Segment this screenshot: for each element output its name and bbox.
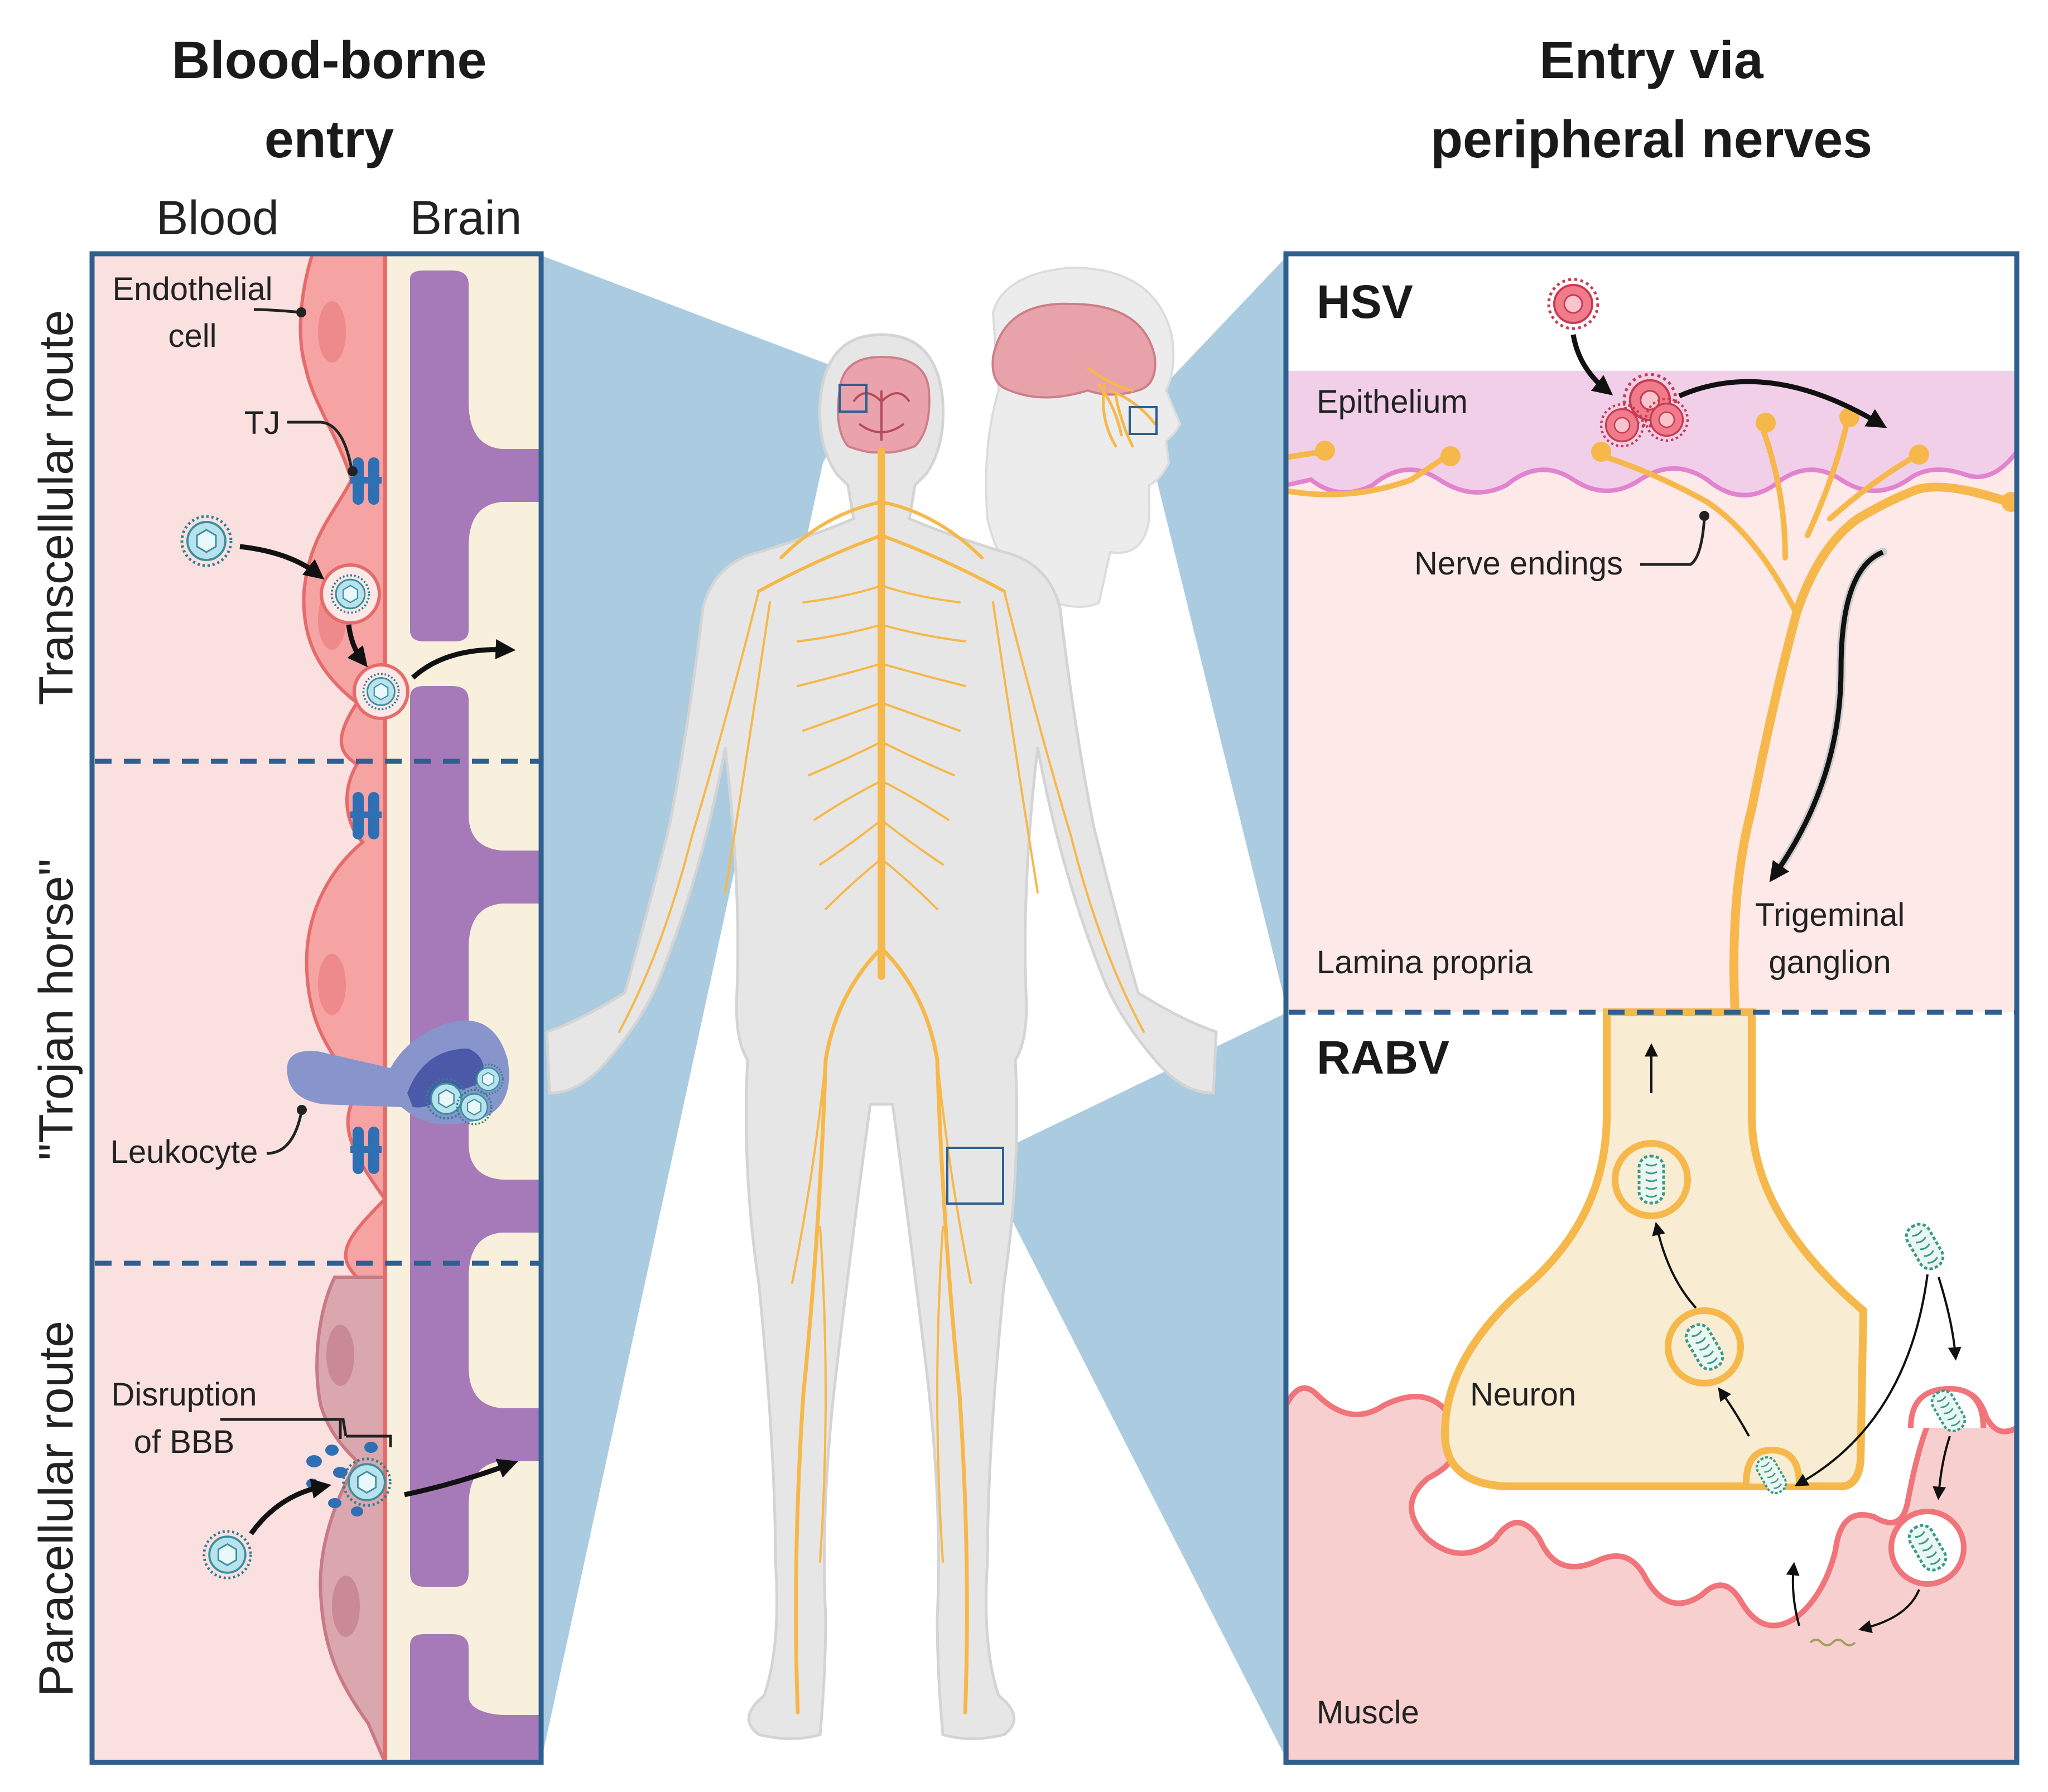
label-neuron: Neuron [1470,1376,1576,1413]
leukocyte-cell [287,1020,509,1126]
label-trigeminal-2: ganglion [1768,944,1891,980]
astrocyte-3 [410,1634,541,1762]
neuron-terminal [1440,1008,1868,1490]
label-disruption-2: of BBB [134,1424,235,1460]
label-muscle: Muscle [1317,1694,1419,1731]
right-title-line2: peripheral nerves [1430,110,1872,169]
label-lamina-propria: Lamina propria [1317,944,1533,980]
peripheral-panel [1286,254,2017,1762]
label-nerve-endings: Nerve endings [1414,545,1623,582]
astrocyte-2 [410,686,541,1587]
route-paracellular: Paracellular route [30,1321,83,1697]
route-transcellular: Transcellular route [30,310,83,706]
label-disruption-1: Disruption [111,1376,257,1413]
rabies-virion-icon [1639,1156,1664,1203]
right-title-line1: Entry via [1539,31,1763,90]
label-epithelium: Epithelium [1317,384,1468,420]
label-tj: TJ [244,405,280,441]
label-hsv: HSV [1317,276,1413,328]
zoom-wedge-leg [1004,1012,1288,1761]
tight-junction-icon [350,457,382,1174]
zoom-box-brain [839,384,868,413]
astrocyte-1 [410,271,541,641]
label-trigeminal-1: Trigeminal [1755,897,1905,933]
right-panel-frame [1283,251,2020,1765]
zoom-box-face [1129,406,1158,435]
col-blood: Blood [156,191,279,245]
zoom-box-leg [946,1147,1004,1205]
left-panel-frame [89,251,544,1765]
brain-icon [991,302,1156,399]
human-body-icon [545,266,1218,1740]
route-trojan-horse: "Trojan horse" [30,859,83,1161]
left-title-line2: entry [264,110,394,169]
nerve-endings [1286,407,2017,1017]
label-endothelial-2: cell [168,318,216,354]
bbb-panel [92,254,541,1762]
zoom-wedge-face [1141,255,1288,1012]
label-endothelial-1: Endothelial [113,271,273,307]
label-leukocyte: Leukocyte [110,1134,258,1170]
label-rabv: RABV [1317,1031,1449,1084]
col-brain: Brain [410,191,522,245]
left-title-line1: Blood-borne [172,31,487,90]
head-profile-icon [985,266,1182,608]
